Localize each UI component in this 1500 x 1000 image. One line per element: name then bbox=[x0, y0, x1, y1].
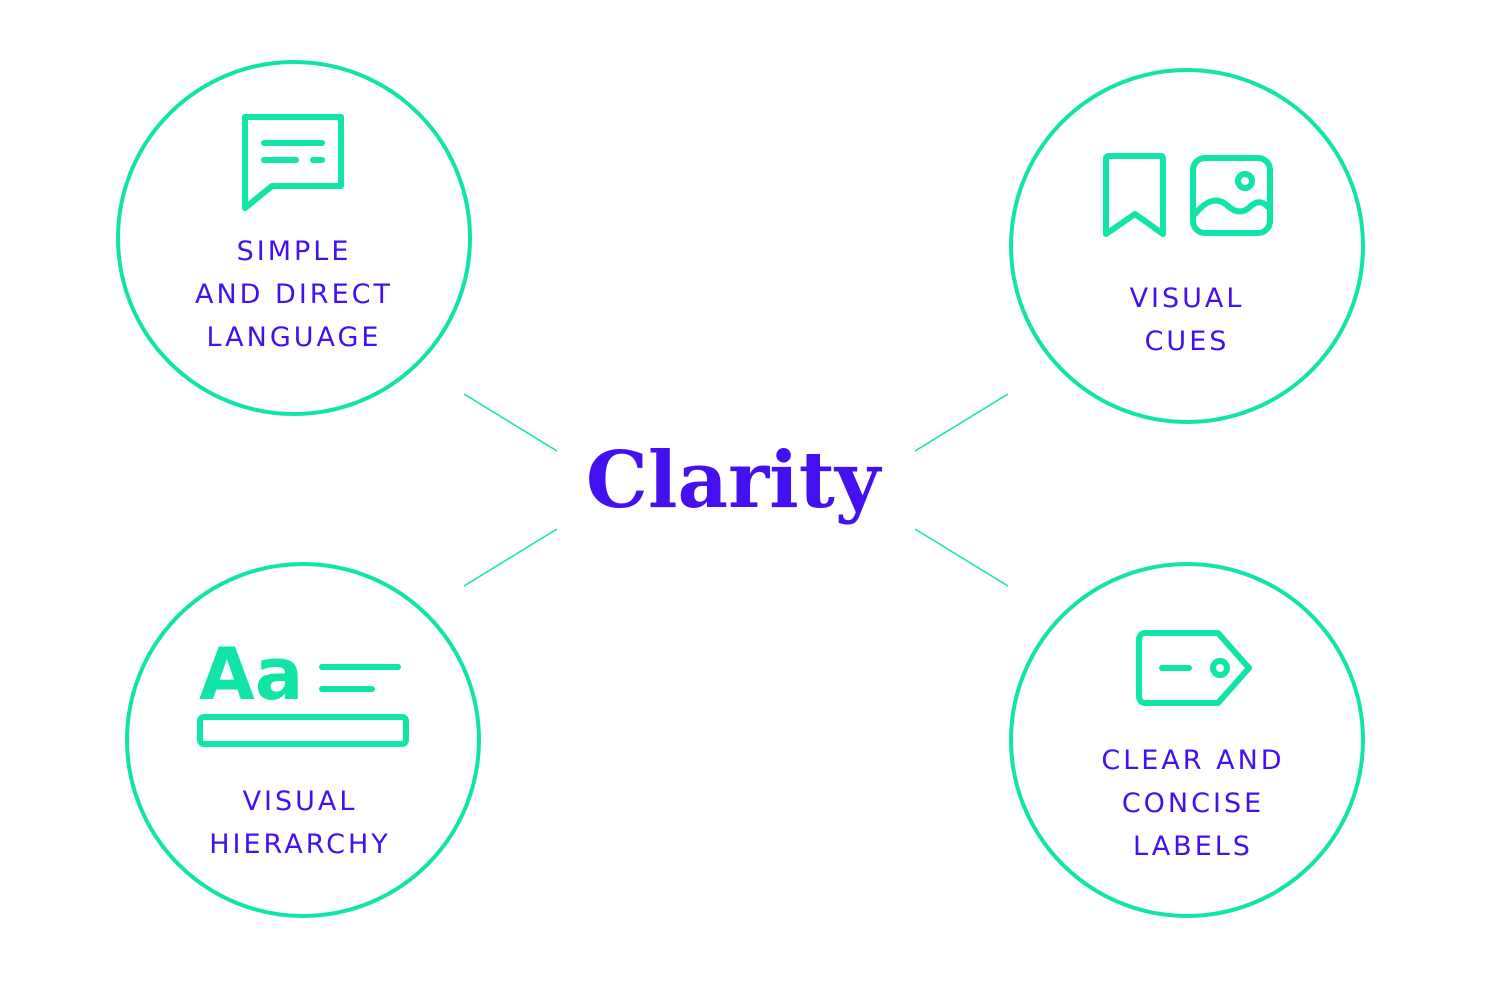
node-clear-concise-labels: CLEAR AND CONCISE LABELS bbox=[1009, 562, 1365, 918]
chat-bubble-icon bbox=[242, 114, 344, 211]
node-visual-hierarchy: Aa VISUAL HIERARCHY bbox=[125, 562, 481, 918]
image-icon bbox=[1190, 155, 1273, 236]
connector-line-bottom-right bbox=[914, 528, 1009, 587]
node-label-line-1: SIMPLE bbox=[237, 236, 352, 267]
node-visual-cues: VISUAL CUES bbox=[1009, 68, 1365, 424]
node-label-line-1: CLEAR AND bbox=[1101, 745, 1284, 776]
center-title: Clarity bbox=[586, 435, 883, 526]
node-simple-direct-language: SIMPLE AND DIRECT LANGUAGE bbox=[116, 60, 472, 416]
node-circle bbox=[1009, 562, 1365, 918]
connector-line-top-right bbox=[914, 393, 1009, 452]
node-label-line-1: VISUAL bbox=[1130, 283, 1245, 314]
node-label-line-1: VISUAL bbox=[243, 786, 358, 817]
bookmark-icon bbox=[1103, 153, 1166, 237]
node-label-line-2: HIERARCHY bbox=[209, 829, 391, 860]
typography-icon: Aa bbox=[197, 632, 409, 747]
node-circle bbox=[125, 562, 481, 918]
node-label-line-3: LANGUAGE bbox=[207, 322, 382, 353]
connector-line-top-left bbox=[463, 393, 558, 452]
connector-line-bottom-left bbox=[463, 528, 558, 587]
node-label-line-3: LABELS bbox=[1133, 831, 1253, 862]
node-label-line-2: CUES bbox=[1145, 326, 1230, 357]
node-circle bbox=[116, 60, 472, 416]
node-label-line-2: CONCISE bbox=[1122, 788, 1264, 819]
typography-icon-letters: Aa bbox=[199, 632, 303, 716]
node-label-line-2: AND DIRECT bbox=[195, 279, 393, 310]
tag-label-icon bbox=[1136, 630, 1252, 706]
node-circle bbox=[1009, 68, 1365, 424]
